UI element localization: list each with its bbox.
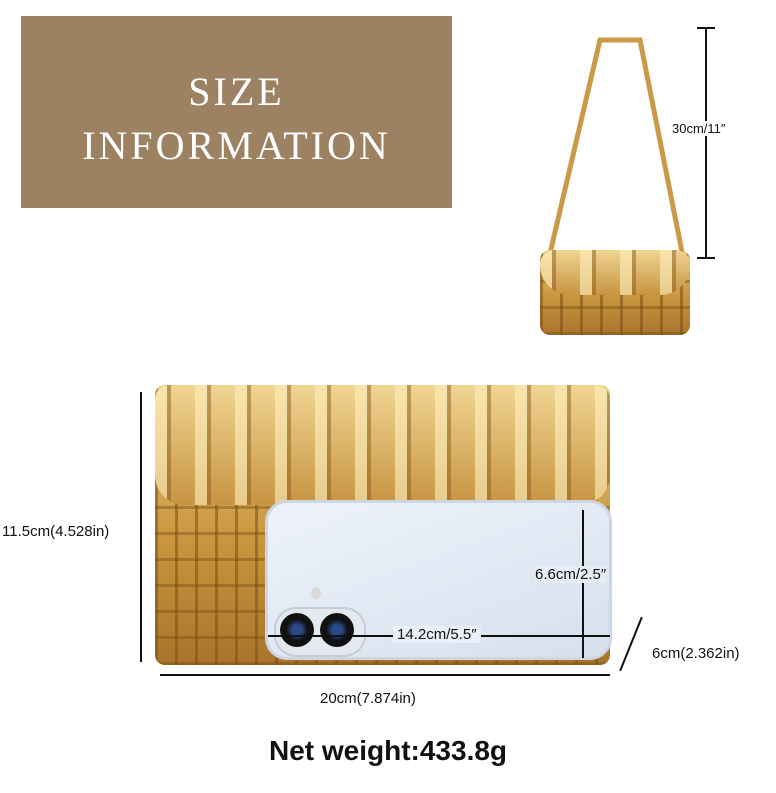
bag-depth-label: 6cm(2.362in) <box>652 645 740 662</box>
camera-lens <box>280 613 314 647</box>
tick <box>697 27 715 29</box>
bag-height-label: 11.5cm(4.528in) <box>2 523 110 540</box>
bag-width-line <box>160 674 610 676</box>
net-weight: Net weight:433.8g <box>268 735 508 766</box>
camera-lens <box>320 613 354 647</box>
phone-height-label: 6.6cm/2.5″ <box>535 566 607 583</box>
small-bag-strap <box>545 37 687 263</box>
strap-height-line <box>705 27 707 259</box>
banner-title-line2: INFORMATION <box>82 123 391 168</box>
flash <box>311 587 321 599</box>
big-bag-flap <box>155 385 610 505</box>
size-information-banner: SIZE INFORMATION <box>21 16 452 208</box>
bag-height-line <box>140 392 142 662</box>
phone-width-label: 14.2cm/5.5″ <box>393 626 481 643</box>
strap-height-label: 30cm/11″ <box>672 121 726 136</box>
tick <box>697 257 715 259</box>
phone-height-line <box>582 510 584 658</box>
bag-width-label: 20cm(7.874in) <box>320 690 416 707</box>
banner-title-line1: SIZE <box>188 69 285 114</box>
small-bag-flap <box>540 250 690 295</box>
